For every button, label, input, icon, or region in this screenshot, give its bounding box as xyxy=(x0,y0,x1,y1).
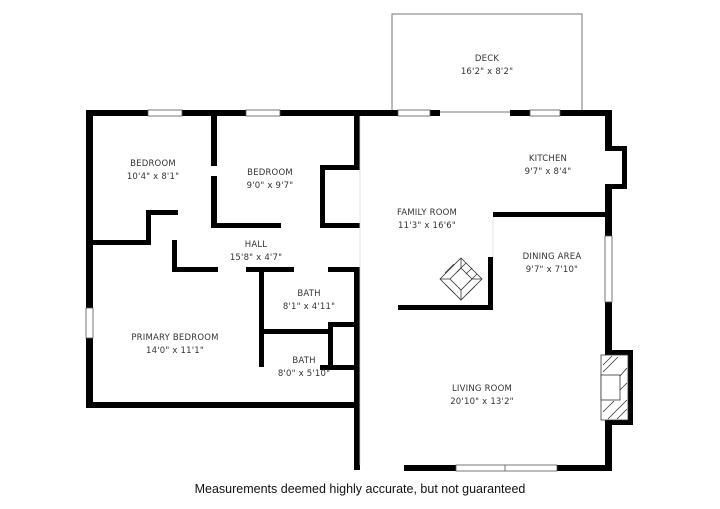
room-name: DECK xyxy=(474,54,500,64)
room-name: BEDROOM xyxy=(130,159,176,169)
room-name: LIVING ROOM xyxy=(451,384,513,394)
room-name: PRIMARY BEDROOM xyxy=(131,333,219,343)
room-name: DINING AREA xyxy=(522,252,582,262)
fireplace-icon xyxy=(439,257,483,301)
room-label-family-room: FAMILY ROOM 11'3" x 16'6" xyxy=(397,207,457,233)
disclaimer-caption: Measurements deemed highly accurate, but… xyxy=(194,482,526,496)
room-dimensions: 10'4" x 8'1" xyxy=(126,172,180,182)
room-dimensions: 9'7" x 7'10" xyxy=(525,265,579,275)
room-name: BEDROOM xyxy=(247,168,293,178)
room-label-bedroom-2: BEDROOM 9'0" x 9'7" xyxy=(247,167,294,193)
room-dimensions: 11'3" x 16'6" xyxy=(398,221,456,231)
room-dimensions: 8'0" x 5'10" xyxy=(277,369,331,379)
room-dimensions: 15'8" x 4'7" xyxy=(229,253,283,263)
walls xyxy=(86,110,633,471)
room-dimensions: 14'0" x 11'1" xyxy=(146,346,204,356)
room-label-bath-2: BATH 8'0" x 5'10" xyxy=(278,355,330,381)
room-name: BATH xyxy=(292,356,316,366)
room-label-primary-bedroom: PRIMARY BEDROOM 14'0" x 11'1" xyxy=(131,332,218,358)
room-label-bedroom-1: BEDROOM 10'4" x 8'1" xyxy=(127,158,179,184)
room-dimensions: 20'10" x 13'2" xyxy=(450,397,514,407)
room-dimensions: 9'7" x 8'4" xyxy=(524,167,572,177)
room-name: HALL xyxy=(244,240,268,250)
deck-outline xyxy=(391,13,583,113)
living-room-fireplace-icon xyxy=(600,354,629,421)
room-label-hall: HALL 15'8" x 4'7" xyxy=(230,239,282,265)
room-boundaries xyxy=(359,116,494,465)
room-name: BATH xyxy=(297,289,321,299)
room-dimensions: 8'1" x 4'11" xyxy=(282,302,336,312)
room-label-kitchen: KITCHEN 9'7" x 8'4" xyxy=(525,153,572,179)
room-name: FAMILY ROOM xyxy=(396,208,458,218)
room-label-dining-area: DINING AREA 9'7" x 7'10" xyxy=(523,251,582,277)
room-label-bath-1: BATH 8'1" x 4'11" xyxy=(283,288,335,314)
room-label-deck: DECK 16'2" x 8'2" xyxy=(461,53,513,79)
windows xyxy=(85,109,613,472)
room-dimensions: 9'0" x 9'7" xyxy=(246,181,294,191)
room-name: KITCHEN xyxy=(528,154,568,164)
room-label-living-room: LIVING ROOM 20'10" x 13'2" xyxy=(450,383,514,409)
room-dimensions: 16'2" x 8'2" xyxy=(460,67,514,77)
